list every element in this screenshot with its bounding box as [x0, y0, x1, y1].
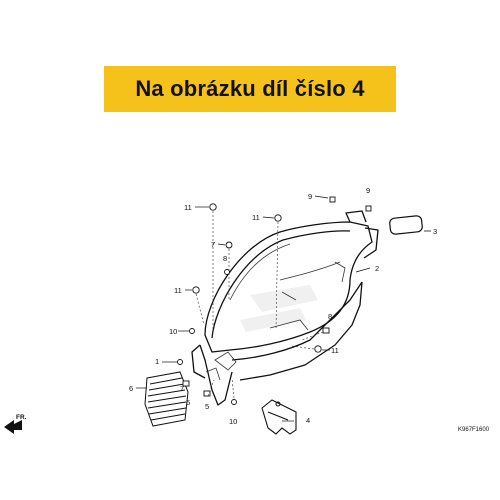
- callout-11-top-center: 11: [252, 213, 260, 222]
- watermark: [240, 285, 318, 332]
- callout-2: 2: [375, 264, 379, 273]
- fasteners: [177, 196, 372, 405]
- drawing-code: K967F1600: [458, 427, 490, 433]
- banner-text: Na obrázku díl číslo 4: [135, 76, 365, 101]
- callout-10-left: 10: [169, 327, 177, 336]
- callout-11-left: 11: [174, 286, 182, 295]
- front-label: FR.: [16, 414, 27, 421]
- callout-1: 1: [155, 357, 159, 366]
- front-arrow-icon: [4, 420, 22, 434]
- callout-8-top: 8: [223, 254, 227, 263]
- callout-5-left: 5: [186, 398, 190, 407]
- callout-11-top-left: 11: [184, 203, 192, 212]
- callout-5-right: 5: [205, 402, 209, 411]
- leader-lines: [136, 195, 371, 422]
- part-3-pad: [389, 215, 431, 235]
- luggage-box-outline: [191, 210, 379, 406]
- alignment-lines: [195, 211, 324, 399]
- part-4-bracket: [261, 399, 297, 435]
- front-direction-indicator: FR.: [4, 414, 27, 434]
- callout-9-left: 9: [308, 192, 312, 201]
- callout-7-bottom: 7: [180, 384, 184, 393]
- title-banner: Na obrázku díl číslo 4: [104, 66, 396, 112]
- callouts: 11 11 9 9 3 7 8 2 11 10 8 11 1 7 6 5 5 1…: [129, 186, 437, 426]
- callout-7-top: 7: [211, 240, 215, 249]
- callout-11-right: 11: [331, 346, 339, 355]
- callout-3: 3: [433, 227, 437, 236]
- luggage-box-details: [205, 243, 346, 381]
- part-6-grille: [144, 371, 189, 427]
- callout-6: 6: [129, 384, 133, 393]
- callout-10-bottom: 10: [229, 417, 237, 426]
- callout-8-right: 8: [328, 312, 332, 321]
- callout-4: 4: [306, 416, 310, 425]
- callout-9-right: 9: [366, 186, 370, 195]
